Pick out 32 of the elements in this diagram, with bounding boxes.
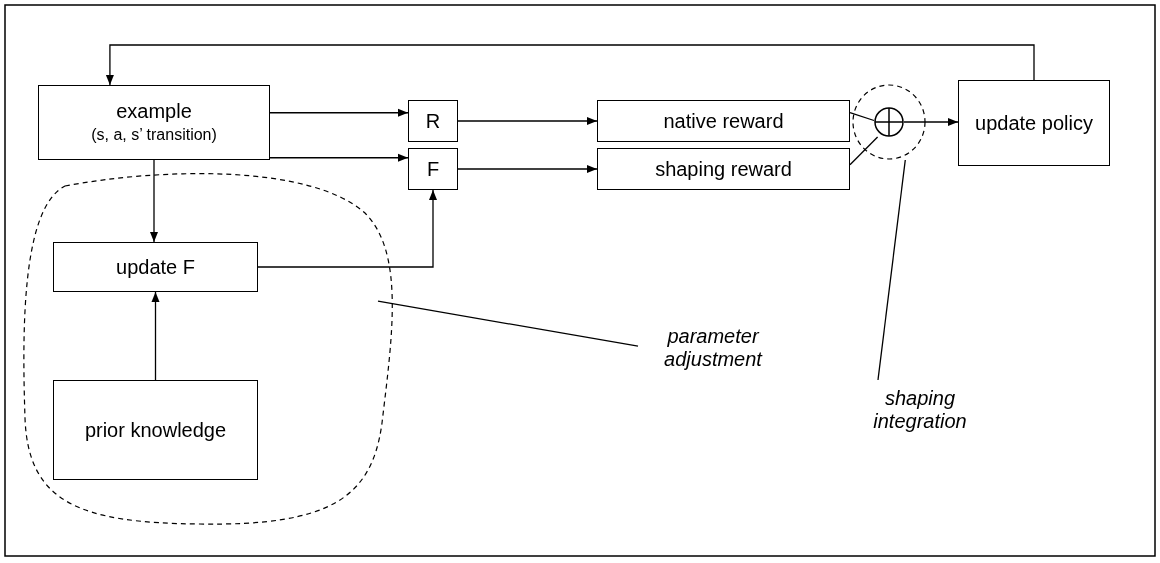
node-label: update F	[116, 255, 195, 279]
arrow	[149, 159, 159, 243]
process-box	[597, 100, 850, 142]
node-subtitle: (s, a, s’ transition)	[91, 124, 217, 145]
node-label: R	[425, 109, 441, 133]
node-label: shaping reward	[655, 157, 792, 181]
arrow	[457, 164, 598, 174]
arrow	[269, 153, 409, 162]
node-label: native reward	[663, 109, 784, 133]
connector-line	[849, 136, 879, 166]
node-label: update policy	[975, 111, 1093, 135]
node-label: prior knowledge	[84, 418, 227, 442]
node-label: example	[116, 99, 192, 123]
arrow	[257, 189, 438, 268]
process-box	[408, 148, 458, 190]
connector-line	[849, 111, 875, 122]
arrow	[903, 117, 959, 127]
node-label: F	[426, 157, 440, 181]
leader-line	[877, 159, 906, 381]
process-box	[38, 85, 270, 160]
arrow	[105, 44, 1035, 86]
process-box	[408, 100, 458, 142]
process-box	[53, 242, 258, 292]
process-box	[597, 148, 850, 190]
process-box	[958, 80, 1110, 166]
annotation-text: shaping integration	[872, 387, 968, 433]
leader-line	[377, 300, 639, 347]
arrow	[269, 108, 409, 117]
arrow	[151, 291, 160, 381]
process-box	[53, 380, 258, 480]
arrow	[457, 116, 598, 126]
annotation-text: parameter adjustment	[663, 325, 764, 371]
